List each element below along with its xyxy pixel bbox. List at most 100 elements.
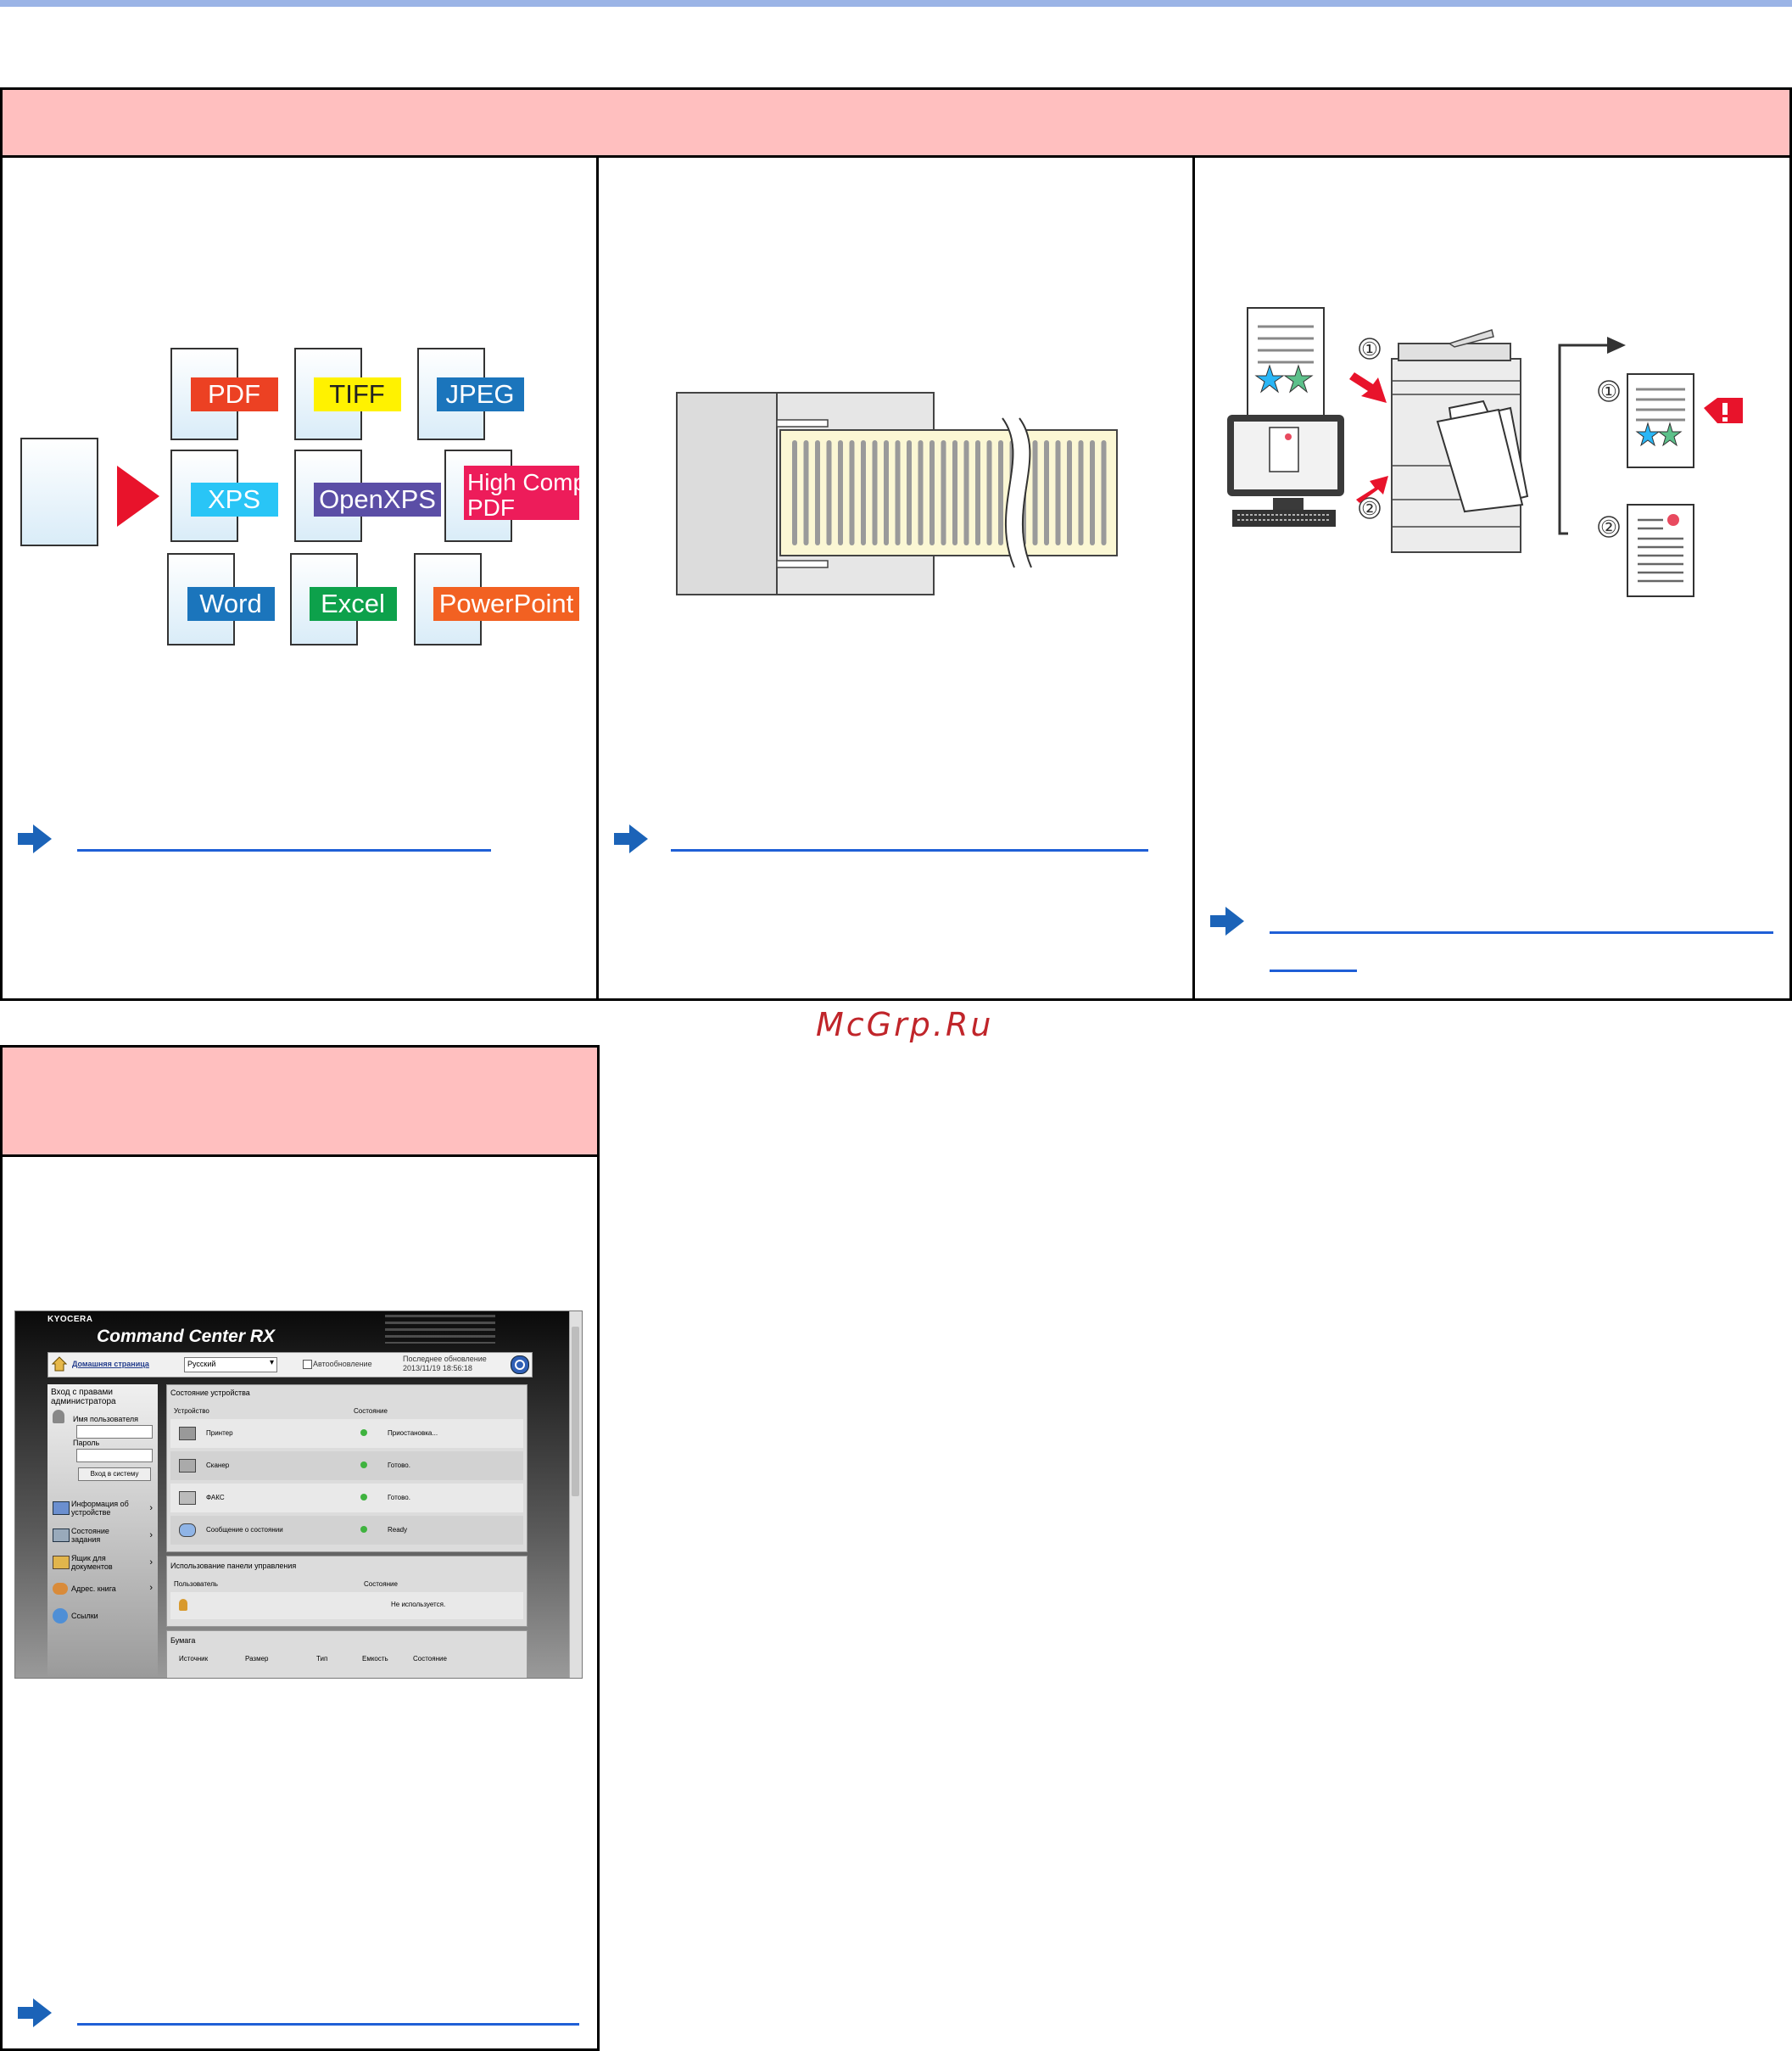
reference-link[interactable]	[77, 849, 491, 852]
input-marker-1: ①	[1361, 338, 1378, 360]
globe-icon	[53, 1608, 68, 1623]
user-column-header: Пользователь	[174, 1580, 218, 1588]
text-line-stripe	[884, 440, 889, 545]
input-arrow-2-icon	[1356, 476, 1388, 503]
web-interface-panel	[0, 1045, 600, 2051]
left-navigation: Вход с правами администратора Имя пользо…	[47, 1384, 158, 1678]
document-box-icon	[53, 1556, 70, 1569]
status-dot-icon	[360, 1494, 367, 1501]
pdf-label: PDF	[208, 379, 260, 409]
file-format-illustration: PDF TIFF JPEG XPS OpenXPS High Comp. PDF…	[20, 348, 593, 645]
keyboard-icon	[1232, 510, 1336, 527]
reference-arrow-icon	[18, 824, 52, 853]
tiff-label: TIFF	[329, 379, 384, 409]
file-format-column: PDF TIFF JPEG XPS OpenXPS High Comp. PDF…	[3, 160, 596, 998]
kyocera-logo: KYOCERA	[47, 1315, 93, 1324]
screenshot-scrollbar[interactable]	[569, 1311, 582, 1678]
nav-item-links[interactable]: Ссылки	[51, 1607, 154, 1627]
green-star-icon	[1283, 364, 1314, 394]
password-input[interactable]	[76, 1449, 153, 1462]
login-title-line1: Вход с правами	[51, 1388, 113, 1397]
username-input[interactable]	[76, 1425, 153, 1439]
chevron-right-icon: ›	[149, 1530, 153, 1540]
panel-usage-status: Не используется.	[391, 1601, 446, 1608]
status-column-header: Состояние	[364, 1580, 398, 1588]
jpeg-label-bg	[437, 377, 524, 411]
text-line-stripe	[826, 440, 832, 545]
paper-column-header: Состояние	[413, 1655, 447, 1663]
input-arrow-1-icon	[1349, 372, 1387, 403]
openxps-label: OpenXPS	[319, 484, 436, 514]
command-center-screenshot: KYOCERA Command Center RX Домашняя стран…	[14, 1311, 583, 1679]
nav-item-label-line2: задания	[71, 1535, 101, 1544]
nav-item-device-info[interactable]: Информация об устройстве ›	[51, 1498, 154, 1522]
highcomp-label-line2: PDF	[467, 495, 515, 521]
status-column-header: Состояние	[354, 1407, 388, 1415]
login-button[interactable]: Вход в систему	[78, 1467, 151, 1481]
powerpoint-label-bg	[433, 587, 579, 621]
text-line-stripe	[838, 440, 843, 545]
text-line-stripe	[941, 440, 946, 545]
send-flow-illustration: ① ② ① ②	[1227, 307, 1743, 597]
reference-arrow-icon	[18, 1998, 52, 2027]
device-status: Готово.	[388, 1494, 410, 1501]
refresh-icon[interactable]	[511, 1355, 529, 1374]
nav-item-label-line1: Информация об	[71, 1500, 129, 1508]
nav-item-document-box[interactable]: Ящик для документов ›	[51, 1552, 154, 1576]
device-info-blur	[385, 1315, 495, 1344]
status-dot-icon	[360, 1526, 367, 1533]
device-status: Приостановка...	[388, 1429, 438, 1437]
device-name: Сканер	[206, 1461, 230, 1469]
home-link[interactable]: Домашняя страница	[72, 1360, 149, 1368]
reference-link[interactable]	[77, 2023, 579, 2026]
last-update-value: 2013/11/19 18:56:18	[403, 1364, 472, 1372]
reference-link-continued[interactable]	[1270, 970, 1357, 972]
input-marker-2: ②	[1361, 498, 1378, 519]
job-status-icon	[53, 1528, 70, 1542]
text-line-stripe	[918, 440, 924, 545]
output-marker-1: ①	[1600, 381, 1617, 402]
nav-item-label-line1: Состояние	[71, 1527, 109, 1535]
output-bracket	[1558, 344, 1611, 535]
reference-link[interactable]	[671, 849, 1148, 852]
auto-refresh-checkbox[interactable]	[303, 1360, 312, 1369]
word-label-bg	[187, 587, 275, 621]
nav-item-address-book[interactable]: Адрес. книга ›	[51, 1579, 154, 1600]
user-icon	[179, 1599, 187, 1611]
language-select[interactable]: Русский ▾	[184, 1357, 277, 1372]
send-flow-column: ① ② ① ②	[1195, 160, 1789, 998]
chevron-right-icon: ›	[149, 1557, 153, 1568]
features-panel-header	[3, 90, 1789, 158]
device-column-header: Устройство	[174, 1407, 209, 1415]
reference-arrow-icon	[614, 824, 648, 853]
output-text-document-icon	[1627, 504, 1694, 597]
convert-arrow-icon	[117, 466, 159, 527]
fax-icon	[179, 1491, 196, 1505]
reference-arrow-icon	[1210, 907, 1244, 936]
paper-column-header: Тип	[316, 1655, 328, 1663]
text-line-stripe	[1078, 440, 1084, 545]
home-icon[interactable]	[51, 1356, 68, 1372]
xps-label: XPS	[208, 484, 260, 514]
jpeg-label: JPEG	[446, 379, 515, 409]
excel-label-bg	[310, 587, 397, 621]
nav-item-job-status[interactable]: Состояние задания ›	[51, 1525, 154, 1549]
text-line-stripe	[1101, 440, 1107, 545]
output-marker-2: ②	[1600, 517, 1617, 538]
message-icon	[179, 1523, 196, 1537]
language-select-value: Русский	[187, 1360, 216, 1368]
text-line-stripe	[975, 440, 980, 545]
text-line-stripe	[792, 440, 797, 545]
auto-refresh-label: Автообновление	[313, 1360, 372, 1368]
top-rule	[0, 0, 1792, 7]
text-line-stripe	[861, 440, 866, 545]
scanner-icon	[179, 1459, 196, 1473]
password-label: Пароль	[73, 1439, 100, 1447]
text-line-stripe	[929, 440, 935, 545]
text-line-stripe	[1044, 440, 1049, 545]
reference-link[interactable]	[1270, 931, 1773, 934]
device-status: Готово.	[388, 1461, 410, 1469]
long-document-sheet	[779, 429, 1118, 556]
long-original-illustration	[676, 392, 1118, 595]
word-label: Word	[199, 589, 262, 618]
